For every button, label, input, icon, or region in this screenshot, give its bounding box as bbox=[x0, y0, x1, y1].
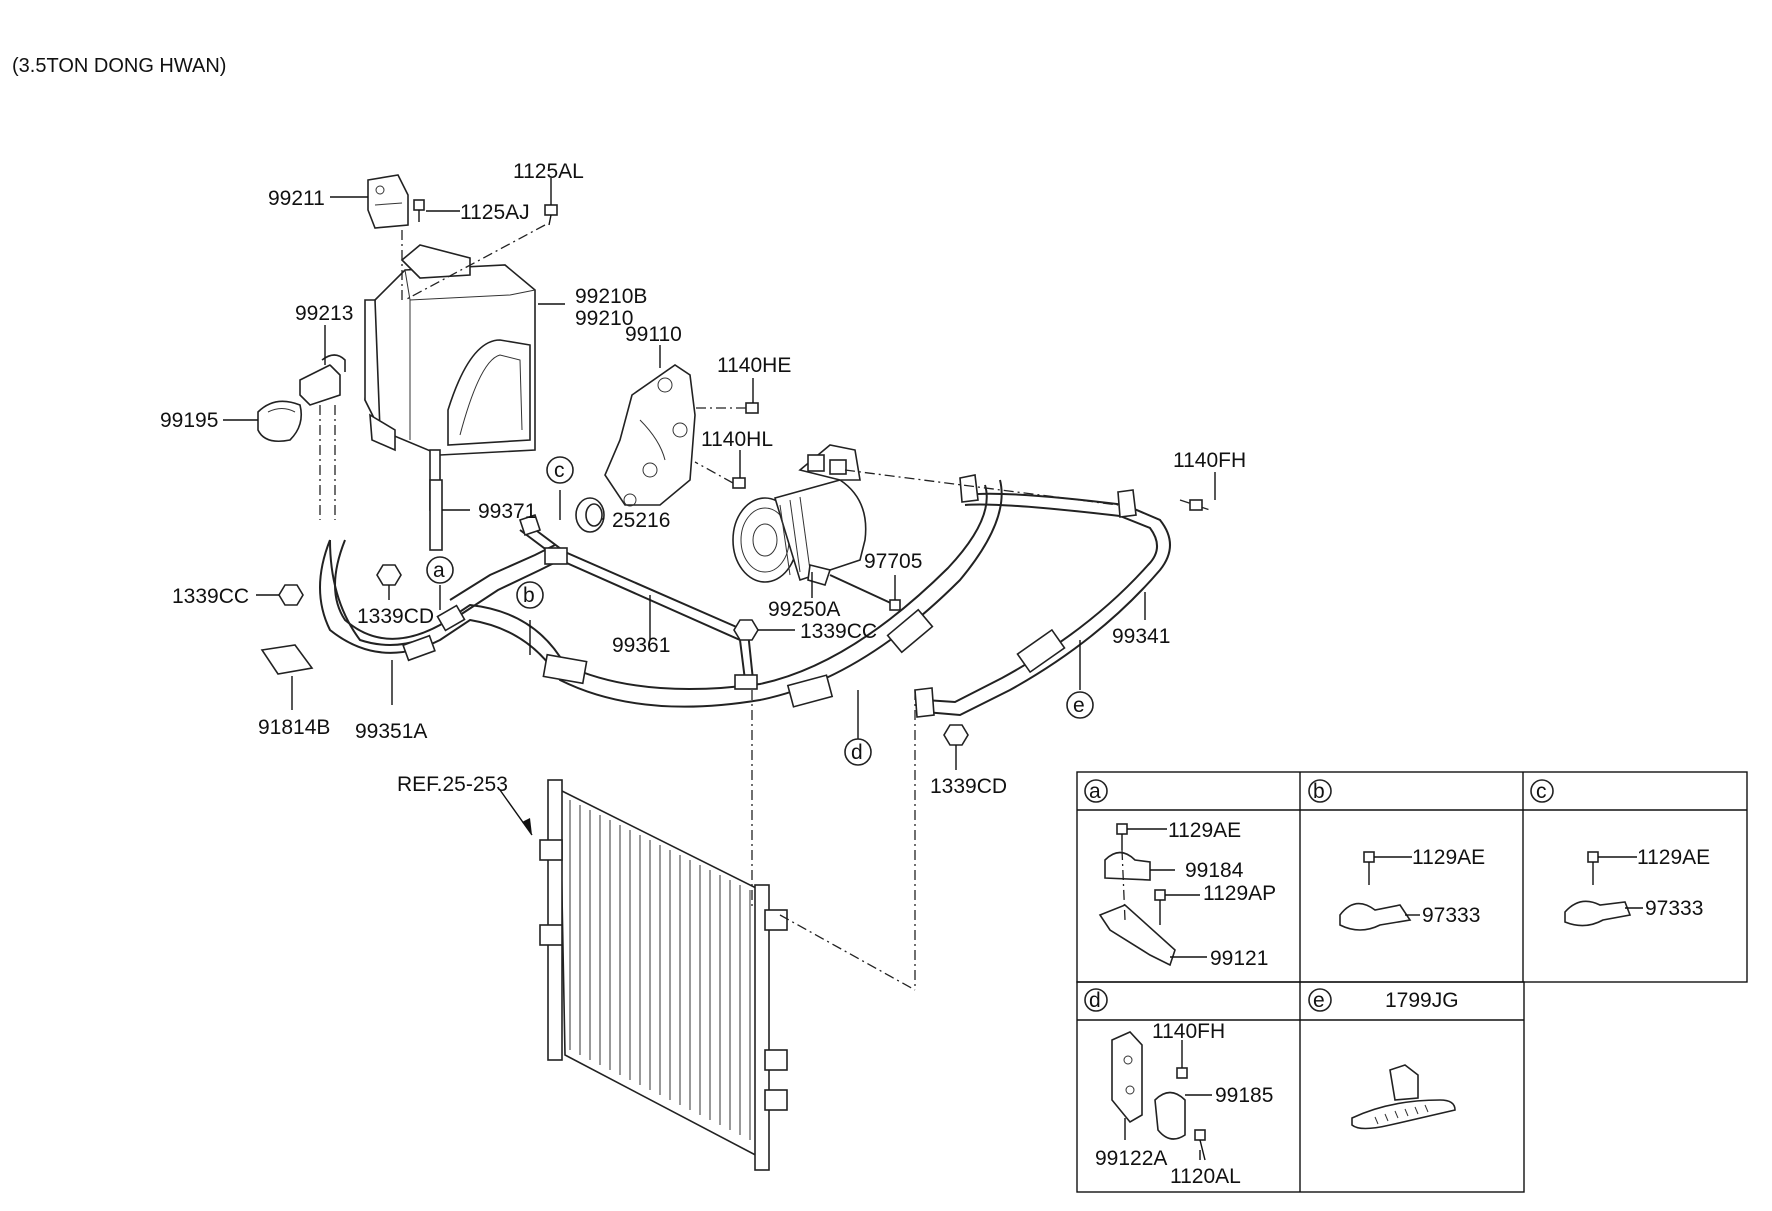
label-99210B: 99210B bbox=[575, 285, 647, 308]
label-1125AJ: 1125AJ bbox=[460, 201, 530, 224]
compressor-bracket-99110 bbox=[604, 364, 696, 507]
detail-cell-b: b 1129AE 97333 bbox=[1308, 779, 1485, 931]
label-99210: 99210 bbox=[575, 307, 633, 330]
label-99211: 99211 bbox=[268, 187, 325, 210]
detail-b-header: b bbox=[1313, 780, 1325, 803]
compressor-99250A bbox=[732, 444, 867, 586]
nut-1339CD-right bbox=[943, 724, 969, 746]
callout-a: a bbox=[426, 556, 454, 584]
detail-a-part-3: 1129AP bbox=[1203, 882, 1276, 905]
detail-a-part-4: 99121 bbox=[1210, 947, 1268, 970]
detail-cell-e: e 1799JG bbox=[1308, 988, 1459, 1130]
diagram-title: (3.5TON DONG HWAN) bbox=[12, 55, 226, 77]
nut-1339CD-left bbox=[376, 564, 402, 586]
label-91814B bbox=[260, 644, 314, 675]
label-99195: 99195 bbox=[160, 409, 218, 432]
hose-99341 bbox=[914, 474, 1171, 718]
bolt-1125AJ bbox=[413, 199, 425, 222]
label-99351A: 99351A bbox=[355, 720, 427, 743]
bolt-1140HE bbox=[695, 402, 759, 414]
label-1339CC-mid: 1339CC bbox=[800, 620, 877, 643]
bolt-1125AL bbox=[544, 204, 558, 226]
label-99371: 99371 bbox=[478, 500, 536, 523]
detail-b-part-1: 1129AE bbox=[1412, 846, 1485, 869]
detail-e-header: e bbox=[1313, 989, 1325, 1012]
nut-1339CC-mid bbox=[733, 619, 759, 641]
nut-1339CC-left bbox=[278, 584, 304, 606]
detail-d-part-4: 1120AL bbox=[1170, 1165, 1241, 1188]
label-99110: 99110 bbox=[625, 323, 682, 346]
label-99250A: 99250A bbox=[768, 598, 840, 621]
label-99213: 99213 bbox=[295, 302, 353, 325]
hose-99351A bbox=[319, 479, 1003, 708]
detail-d-part-2: 99185 bbox=[1215, 1084, 1273, 1107]
svg-text:c: c bbox=[554, 459, 565, 482]
label-91814B: 91814B bbox=[258, 716, 330, 739]
svg-text:e: e bbox=[1073, 694, 1085, 717]
detail-cell-c: c 1129AE 97333 bbox=[1530, 779, 1710, 927]
detail-e-part-1: 1799JG bbox=[1385, 989, 1459, 1012]
detail-a-part-2: 99184 bbox=[1185, 859, 1244, 882]
label-1339CC-left: 1339CC bbox=[172, 585, 249, 608]
condenser bbox=[539, 779, 788, 1171]
detail-table bbox=[1076, 771, 1748, 1193]
detail-c-part-2: 97333 bbox=[1645, 897, 1703, 920]
bolt-1140FH bbox=[1189, 499, 1203, 511]
expansion-valve-99213 bbox=[299, 354, 346, 406]
callout-e: e bbox=[1066, 691, 1094, 719]
svg-text:d: d bbox=[851, 741, 863, 764]
svg-text:a: a bbox=[433, 559, 445, 582]
detail-c-header: c bbox=[1536, 780, 1547, 803]
bolt-1140HL bbox=[694, 461, 746, 489]
label-25216: 25216 bbox=[612, 509, 670, 532]
detail-d-header: d bbox=[1089, 989, 1101, 1012]
callout-c: c bbox=[546, 456, 574, 484]
detail-d-part-1: 1140FH bbox=[1152, 1020, 1225, 1043]
bolt-97705 bbox=[829, 574, 901, 611]
detail-d-part-3: 99122A bbox=[1095, 1147, 1167, 1170]
callout-d: d bbox=[844, 738, 872, 766]
detail-cell-a: a 1129AE 99184 1129AP 99121 bbox=[1084, 779, 1276, 970]
gasket-99195 bbox=[257, 400, 303, 443]
label-99341: 99341 bbox=[1112, 625, 1170, 648]
label-99361: 99361 bbox=[612, 634, 670, 657]
callout-b: b bbox=[516, 581, 544, 609]
evaporator-unit bbox=[364, 244, 536, 511]
label-1140FH: 1140FH bbox=[1173, 449, 1246, 472]
label-1125AL: 1125AL bbox=[513, 160, 584, 183]
bracket-99211 bbox=[367, 174, 409, 229]
pipe-99371 bbox=[429, 479, 443, 551]
detail-cell-d: d 1140FH 99185 99122A 1120AL bbox=[1084, 988, 1273, 1188]
label-1339CD-left: 1339CD bbox=[357, 605, 434, 628]
leader-lines bbox=[223, 178, 1216, 770]
label-1140HE: 1140HE bbox=[717, 354, 791, 377]
detail-b-part-2: 97333 bbox=[1422, 904, 1480, 927]
detail-c-part-1: 1129AE bbox=[1637, 846, 1710, 869]
detail-a-part-1: 1129AE bbox=[1168, 819, 1241, 842]
svg-text:b: b bbox=[523, 584, 535, 607]
label-97705: 97705 bbox=[864, 550, 922, 573]
detail-a-header: a bbox=[1089, 780, 1101, 803]
idler-25216 bbox=[575, 497, 605, 533]
label-1140HL: 1140HL bbox=[701, 428, 773, 451]
label-1339CD-right: 1339CD bbox=[930, 775, 1007, 798]
label-ref: REF.25-253 bbox=[397, 773, 508, 796]
